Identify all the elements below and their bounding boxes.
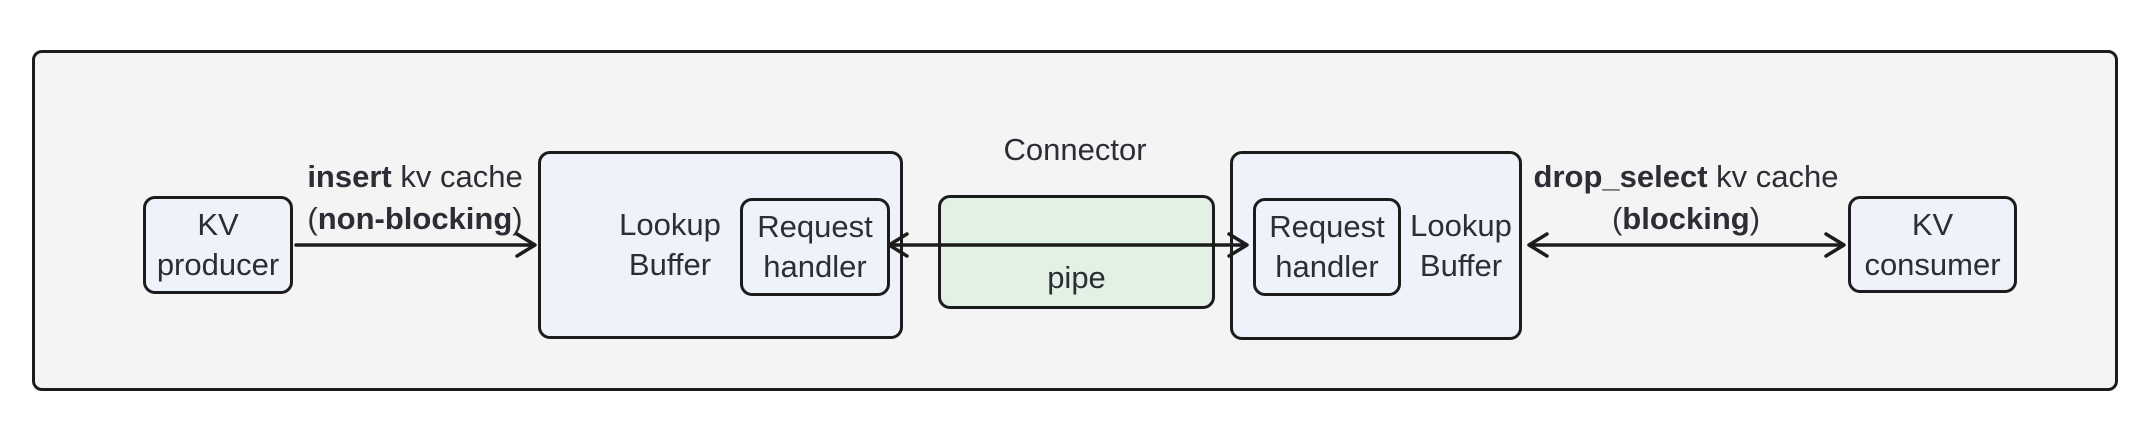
lookup-buffer-left-label: Lookup Buffer [599, 205, 741, 285]
request-handler-right-label-line1: Request [1269, 209, 1385, 244]
pipe-label: pipe [1047, 260, 1106, 295]
drop-select-arrow-label-line1: drop_select kv cache [1506, 156, 1866, 198]
lookup-buffer-right-label-line2: Buffer [1419, 247, 1503, 283]
request-handler-left-label-line2: handler [763, 249, 867, 284]
lookup-buffer-left-label-line2: Buffer [628, 247, 712, 282]
lookup-buffer-right-node: Request handler Lookup Buffer [1230, 151, 1522, 340]
request-handler-left-label-line1: Request [757, 209, 873, 244]
pipe-node: pipe [938, 195, 1215, 309]
drop-select-arrow-label: drop_select kv cache (blocking) [1506, 156, 1866, 240]
kv-producer-node: KV producer [143, 196, 293, 294]
insert-paren-open: ( [307, 201, 318, 236]
lookup-buffer-right-label-line1: Lookup [1410, 207, 1512, 243]
insert-mode: non-blocking [317, 201, 513, 236]
request-handler-right-node: Request handler [1253, 198, 1401, 296]
drop-select-rest: kv cache [1707, 159, 1839, 194]
drop-select-arrow-label-line2: (blocking) [1506, 198, 1866, 240]
lookup-buffer-right-label: Lookup Buffer [1401, 206, 1521, 286]
lookup-buffer-left-node: Lookup Buffer Request handler [538, 151, 903, 339]
kv-consumer-node: KV consumer [1848, 196, 2017, 293]
kv-producer-label-line1: KV [197, 207, 239, 242]
drop-select-paren-open: ( [1611, 201, 1623, 236]
insert-paren-close: ) [512, 201, 523, 236]
drop-select-mode: blocking [1622, 201, 1750, 236]
kv-producer-label-line2: producer [156, 247, 280, 282]
request-handler-left-node: Request handler [740, 198, 890, 296]
kv-consumer-label-line2: consumer [1864, 246, 2001, 282]
request-handler-right-label-line2: handler [1275, 249, 1379, 284]
insert-arrow-label-line1: insert kv cache [240, 156, 590, 198]
connector-title: Connector [1003, 132, 1147, 167]
kv-consumer-label-line1: KV [1911, 206, 1954, 242]
insert-arrow-label-line2: (non-blocking) [240, 198, 590, 240]
insert-rest: kv cache [391, 159, 523, 194]
insert-verb: insert [307, 159, 392, 194]
insert-arrow-label: insert kv cache (non-blocking) [240, 156, 590, 240]
drop-select-verb: drop_select [1533, 159, 1708, 194]
lookup-buffer-left-label-line1: Lookup [619, 207, 721, 242]
drop-select-paren-close: ) [1749, 201, 1761, 236]
